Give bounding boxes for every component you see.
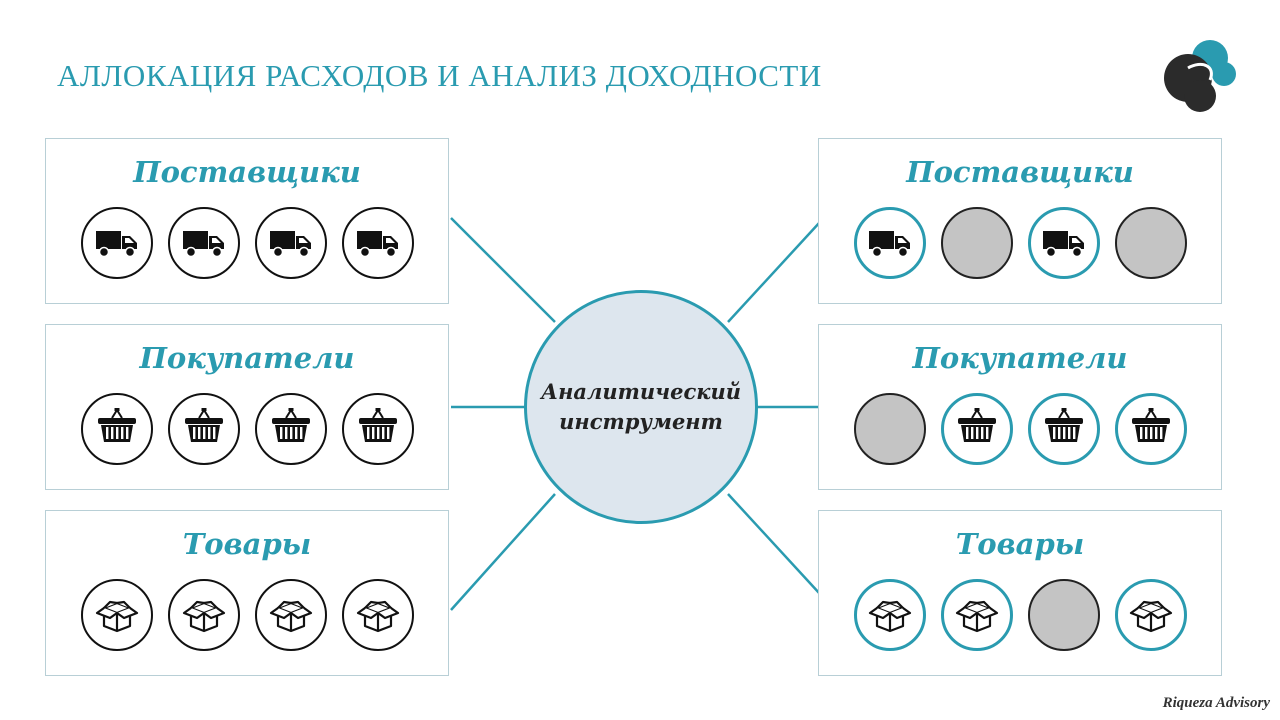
gray-placeholder-circle (853, 393, 926, 465)
truck-icon (1027, 207, 1100, 279)
basket-icon (940, 393, 1013, 465)
basket-icon (254, 393, 327, 465)
icon-row (819, 393, 1221, 469)
panel-title: Товары (182, 527, 312, 561)
box-icon (80, 579, 153, 651)
box-icon (1114, 579, 1187, 651)
box-icon (853, 579, 926, 651)
panel-title: Поставщики (906, 155, 1134, 189)
truck-icon (80, 207, 153, 279)
truck-icon (341, 207, 414, 279)
truck-icon (254, 207, 327, 279)
box-icon (341, 579, 414, 651)
panel-title: Поставщики (133, 155, 361, 189)
icon-row (46, 393, 448, 469)
icon-row (46, 579, 448, 655)
basket-icon (167, 393, 240, 465)
truck-icon (167, 207, 240, 279)
gray-placeholder-circle (1027, 579, 1100, 651)
panel-title: Товары (955, 527, 1085, 561)
icon-row (46, 207, 448, 283)
basket-icon (1027, 393, 1100, 465)
box-icon (167, 579, 240, 651)
center-label-line2: инструмент (559, 409, 723, 434)
basket-icon (1114, 393, 1187, 465)
box-icon (940, 579, 1013, 651)
brand-footer: Riqueza Advisory (1162, 695, 1270, 711)
riqueza-logo-icon (1164, 40, 1236, 112)
right-panel-suppliers: Поставщики (818, 138, 1222, 304)
right-panel-goods: Товары (818, 510, 1222, 676)
center-label-line1: Аналитический (540, 379, 742, 404)
truck-icon (853, 207, 926, 279)
gray-placeholder-circle (1114, 207, 1187, 279)
basket-icon (80, 393, 153, 465)
icon-row (819, 207, 1221, 283)
icon-row (819, 579, 1221, 655)
panel-title: Покупатели (912, 341, 1128, 375)
right-panel-buyers: Покупатели (818, 324, 1222, 490)
left-panel-buyers: Покупатели (45, 324, 449, 490)
basket-icon (341, 393, 414, 465)
page-title: АЛЛОКАЦИЯ РАСХОДОВ И АНАЛИЗ ДОХОДНОСТИ (57, 58, 822, 93)
panel-title: Покупатели (139, 341, 355, 375)
left-panel-goods: Товары (45, 510, 449, 676)
box-icon (254, 579, 327, 651)
analytics-tool-circle: Аналитический инструмент (524, 290, 758, 524)
left-panel-suppliers: Поставщики (45, 138, 449, 304)
gray-placeholder-circle (940, 207, 1013, 279)
